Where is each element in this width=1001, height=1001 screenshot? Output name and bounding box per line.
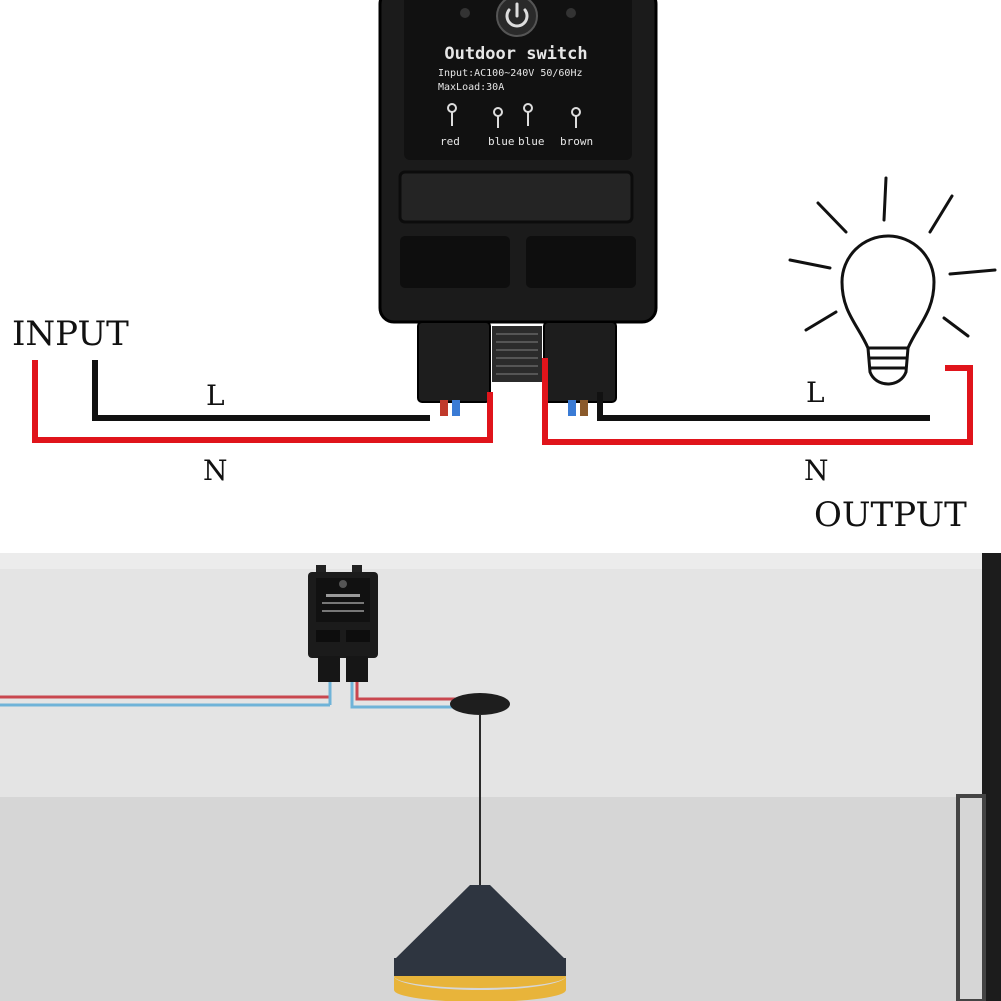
output-neutral-wire — [542, 358, 973, 445]
wire-stub-blue-out — [568, 400, 576, 416]
gland-center-spring — [492, 326, 542, 382]
indicator-led-right — [566, 8, 576, 18]
room-wall — [0, 553, 1001, 798]
input-live-wire — [92, 360, 430, 421]
output-live-wire — [597, 392, 930, 421]
terminal-label-2: blue — [488, 135, 515, 148]
wire-stub-red — [440, 400, 448, 416]
light-bulb-icon — [788, 176, 997, 386]
photo-wire-out-blue — [350, 680, 460, 709]
terminal-label-4: brown — [560, 135, 593, 148]
device-spec-2: MaxLoad:30A — [438, 82, 504, 93]
wire-stub-brown — [580, 400, 588, 416]
photo-power-button — [339, 580, 347, 588]
output-label: OUTPUT — [814, 495, 967, 535]
room-photo — [0, 553, 1001, 1001]
terminal-label-1: red — [440, 135, 460, 148]
device-foot-right — [526, 236, 636, 288]
wall-shade — [0, 553, 1001, 569]
power-button[interactable] — [496, 0, 538, 37]
doorway-frame — [982, 553, 1001, 1001]
power-icon — [505, 2, 529, 28]
device-grip-panel — [398, 170, 634, 224]
pendant-lamp-icon — [394, 885, 566, 1001]
photo-wire-out-red — [355, 680, 460, 701]
device-foot-left — [400, 236, 510, 288]
input-l-label: L — [206, 379, 225, 412]
terminal-label-3: blue — [518, 135, 545, 148]
indicator-led-left — [460, 8, 470, 18]
wiring-diagram: Outdoor switch Input:AC100~240V 50/60Hz … — [12, 0, 997, 535]
cable-gland-left — [417, 321, 491, 403]
photo-outdoor-switch — [308, 565, 378, 682]
device-title: Outdoor switch — [444, 44, 587, 64]
output-l-label: L — [806, 376, 825, 409]
input-neutral-wire — [32, 360, 493, 443]
wire-stub-blue — [452, 400, 460, 416]
terminal-symbols — [447, 103, 581, 128]
output-n-label: N — [804, 454, 829, 487]
device-spec-1: Input:AC100~240V 50/60Hz — [438, 68, 583, 79]
outdoor-switch-device: Outdoor switch Input:AC100~240V 50/60Hz … — [378, 0, 658, 416]
device-faceplate — [404, 0, 632, 160]
input-n-label: N — [203, 454, 228, 487]
cable-gland-right — [543, 321, 617, 403]
input-label: INPUT — [12, 314, 129, 354]
ceiling-canopy — [450, 693, 510, 715]
gland-spring-coil — [496, 333, 538, 375]
picture-frame — [956, 794, 986, 1001]
